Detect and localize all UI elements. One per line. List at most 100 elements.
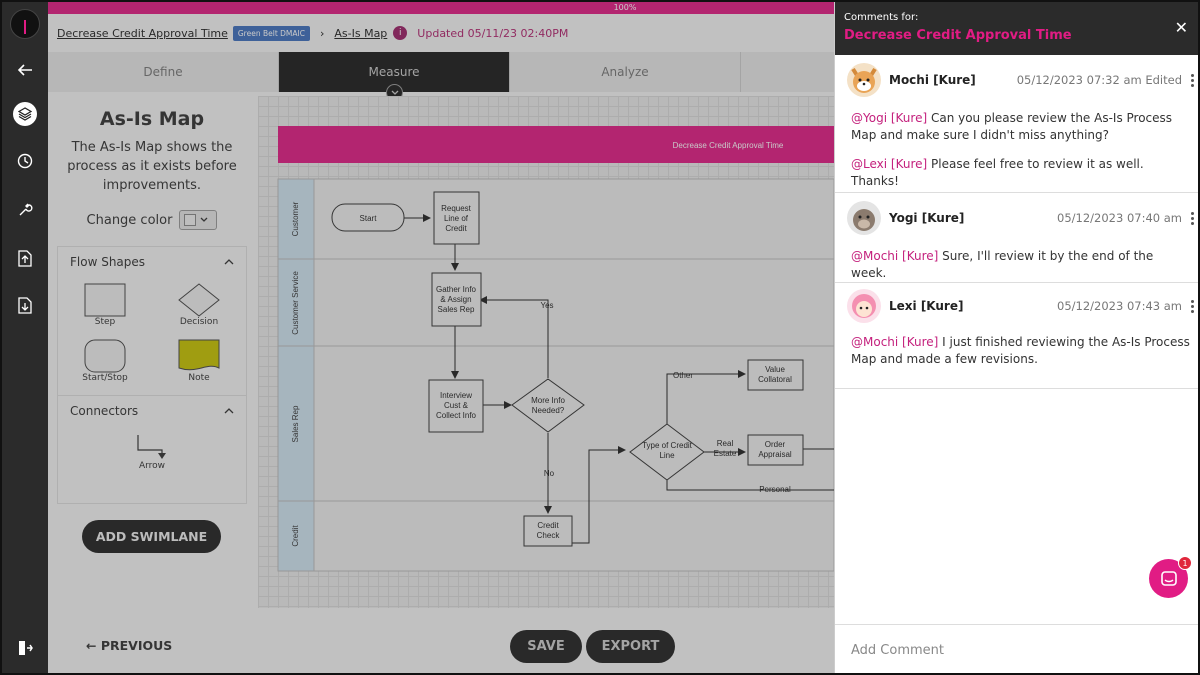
shape-label: Step [94,317,116,327]
download-icon[interactable] [13,293,37,317]
color-picker[interactable] [179,210,218,230]
edge-label-real-estate: Real [717,439,734,448]
breadcrumb: Decrease Credit Approval Time Green Belt… [48,14,834,52]
comments-header: Comments for: Decrease Credit Approval T… [835,2,1198,55]
comment-header: Mochi [Kure] 05/12/2023 07:32 am Edited [835,55,1198,105]
process-map-canvas[interactable]: Decrease Credit Approval Time Customer C… [258,96,834,608]
avatar [847,201,881,235]
node-value-collateral[interactable] [747,359,804,391]
flow-shapes-header[interactable]: Flow Shapes [58,247,246,277]
node-label: Request [441,204,472,213]
node-label: Order [765,440,786,449]
add-comment-input[interactable]: Add Comment [835,624,1198,673]
mention[interactable]: @Mochi [Kure] [851,335,939,349]
avatar [847,289,881,323]
chat-launcher-button[interactable]: 1 [1149,556,1192,598]
chevron-up-icon [224,259,234,265]
node-more-info-decision[interactable] [511,378,585,433]
breadcrumb-page-link[interactable]: As-Is Map [334,26,388,40]
node-start[interactable] [331,203,405,232]
node-label: Credit [445,224,467,233]
tab-define[interactable]: Define [48,52,279,92]
connectors-title: Connectors [70,403,139,418]
info-icon[interactable]: i [393,26,408,40]
comment-author: Lexi [Kure] [889,299,964,313]
mention[interactable]: @Lexi [Kure] [851,157,928,171]
tab-analyze[interactable]: Analyze [510,52,741,92]
app-logo[interactable] [10,9,40,39]
mention[interactable]: @Mochi [Kure] [851,249,939,263]
shape-label: Start/Stop [82,373,128,383]
panel-description: The As-Is Map shows the process as it ex… [67,140,237,193]
previous-button[interactable]: ← PREVIOUS [86,638,172,653]
comment-text: @Yogi [Kure] Can you please review the A… [835,110,1198,144]
shape-note[interactable]: Note [152,339,246,383]
connector-arrow[interactable]: Arrow [58,433,246,471]
node-interview[interactable] [428,379,484,433]
comment-item: Lexi [Kure] 05/12/2023 07:43 am @Mochi [… [835,283,1198,389]
add-swimlane-button[interactable]: ADD SWIMLANE [82,520,221,553]
comment-item: Yogi [Kure] 05/12/2023 07:40 am @Mochi [… [835,193,1198,283]
methodology-badge: Green Belt DMAIC [232,25,310,41]
node-label: Type of Credit [642,441,693,450]
connectors-header[interactable]: Connectors [58,395,246,425]
lane-label: Sales Rep [291,405,300,442]
mention[interactable]: @Yogi [Kure] [851,111,928,125]
node-label: More Info [531,396,565,405]
connector-label: Arrow [138,461,166,471]
chat-icon [1160,570,1177,586]
process-map-diagram: Decrease Credit Approval Time Customer C… [277,126,834,572]
comment-header: Yogi [Kure] 05/12/2023 07:40 am [835,193,1198,243]
updated-timestamp: Updated 05/11/23 02:40PM [417,26,569,40]
shape-step[interactable]: Step [58,283,152,327]
comment-body: Please feel free to review it as well. T… [851,157,1144,188]
main-area: 100% Decrease Credit Approval Time Green… [48,2,834,673]
export-button[interactable]: EXPORT [586,630,675,663]
close-icon[interactable]: ✕ [1174,18,1188,37]
node-label: Collatoral [758,375,792,384]
lane-label: Customer Service [291,271,300,335]
chat-badge: 1 [1178,556,1192,570]
flow-shapes-grid: Step Decision Start/Stop Note [58,277,246,383]
chevron-up-icon [224,407,234,413]
wrench-icon[interactable] [13,198,37,222]
comment-header: Lexi [Kure] 05/12/2023 07:43 am [835,283,1198,329]
comment-author: Yogi [Kure] [889,211,965,225]
node-type-credit-decision[interactable] [629,423,705,481]
back-arrow-icon[interactable] [13,58,37,82]
change-color-label: Change color [86,212,173,228]
clock-icon[interactable] [13,149,37,173]
left-rail [2,2,48,673]
node-gather-info[interactable] [431,272,482,327]
breadcrumb-project-link[interactable]: Decrease Credit Approval Time [57,26,228,40]
upload-icon[interactable] [13,246,37,270]
progress-label: 100% [613,3,637,12]
more-options-icon[interactable] [1191,72,1194,89]
tab-measure[interactable]: Measure [279,52,510,101]
layers-icon[interactable] [13,102,37,126]
shape-start-stop[interactable]: Start/Stop [58,339,152,383]
more-options-icon[interactable] [1191,210,1194,227]
comments-drawer: Comments for: Decrease Credit Approval T… [834,2,1198,673]
node-request-credit[interactable] [433,191,480,245]
node-order-appraisal[interactable] [747,434,804,466]
more-options-icon[interactable] [1191,298,1194,315]
edge-label-personal: Personal [759,485,791,494]
save-button[interactable]: SAVE [510,630,582,663]
breadcrumb-chevron-icon: › [319,26,325,40]
node-label: Needed? [532,406,565,415]
lane-label: Customer [291,201,300,236]
tab-label: Analyze [601,65,649,79]
logout-icon[interactable] [13,636,37,660]
shape-decision[interactable]: Decision [152,283,246,327]
node-credit-check[interactable] [523,515,573,547]
comment-body: Can you please review the As-Is Process … [851,111,1173,142]
node-label: & Assign [440,295,471,304]
lane-header-sales-rep [277,345,315,502]
edge-label-no: No [544,469,555,478]
flow-shapes-title: Flow Shapes [70,255,146,269]
comment-body: Sure, I'll review it by the end of the w… [851,249,1154,280]
phase-tabs: Define Measure Analyze [48,52,834,101]
diagram-header [278,126,834,163]
node-label: Appraisal [758,450,792,459]
